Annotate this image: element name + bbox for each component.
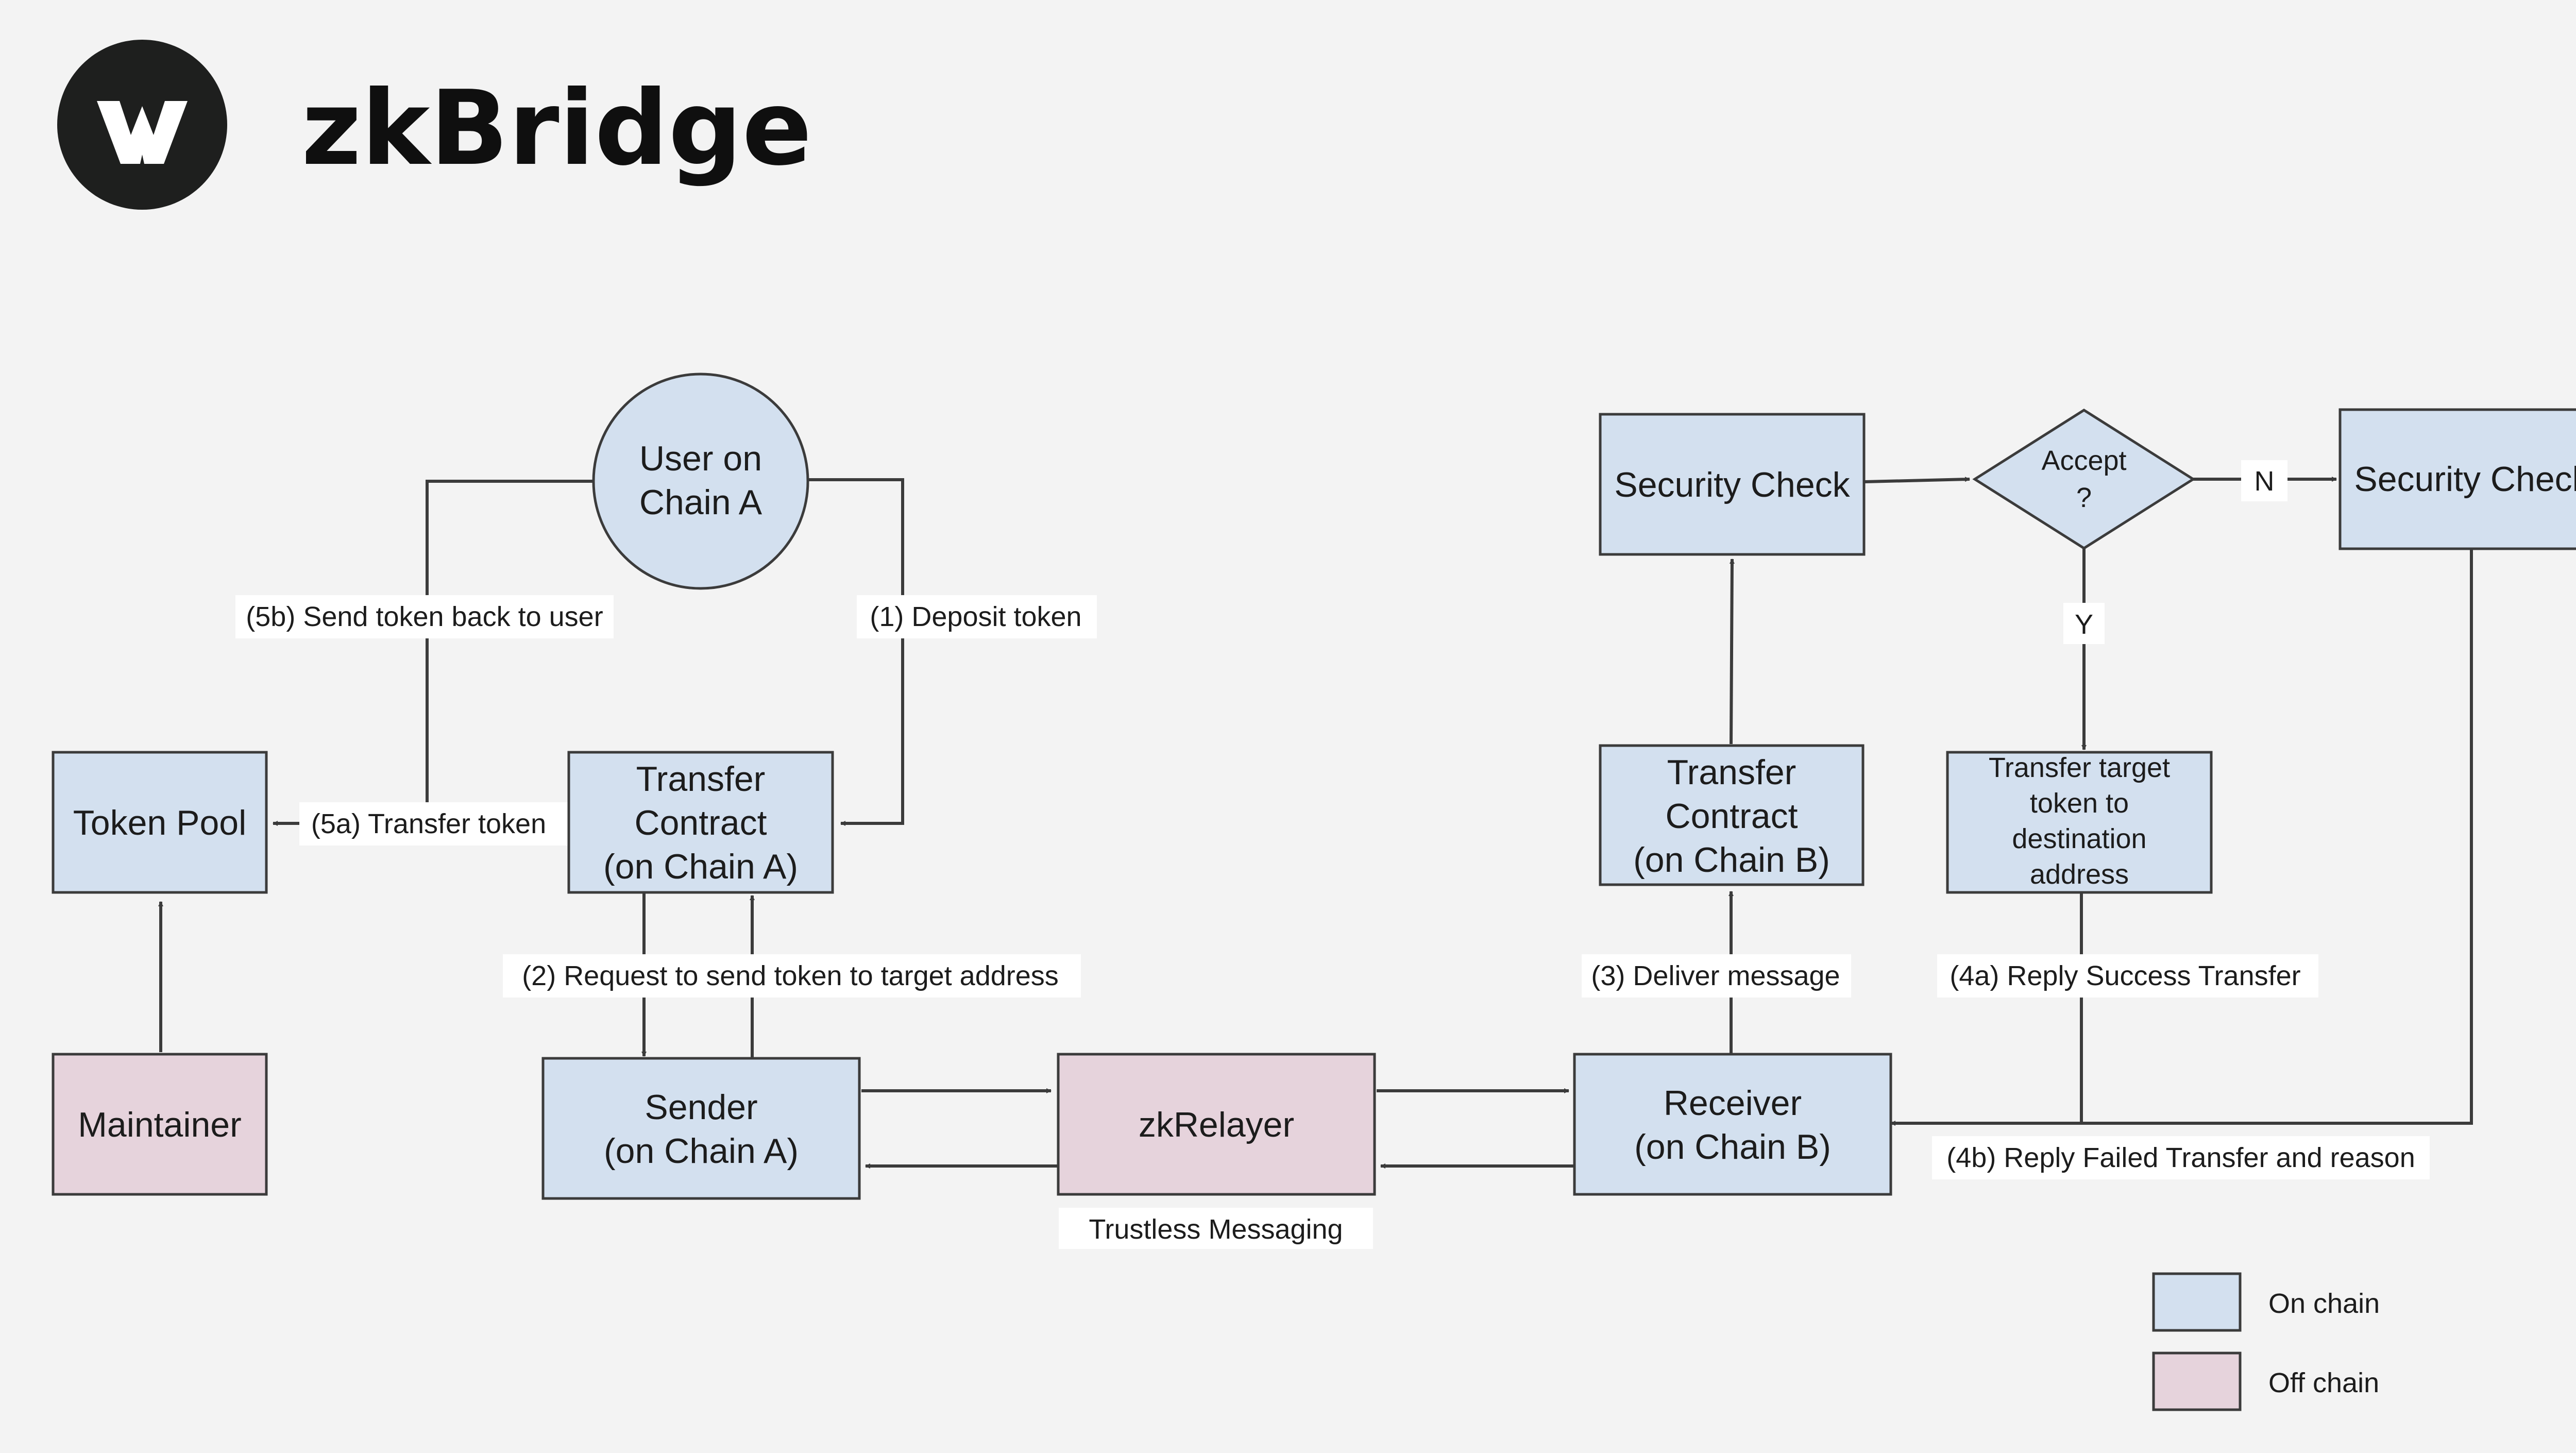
transfer-b-label-3: (on Chain B) [1633,840,1830,880]
transfer-b-label-2: Contract [1666,797,1798,836]
transfer-target-label-2: token to [2030,788,2129,819]
receiver-node [1573,1053,1892,1196]
logo-w-mark [97,101,188,164]
legend-off-chain-swatch [2152,1351,2242,1411]
label-bg-no [2241,460,2287,501]
label-bg-yes [2063,603,2105,644]
label-bg-request [503,954,1081,998]
receiver-label-1: Receiver [1664,1084,1802,1123]
accept-label-2: ? [2076,482,2092,513]
transfer-a-label-1: Transfer [636,759,766,799]
nodes [52,373,2576,1200]
node-labels: User on Chain A Token Pool Transfer Cont… [73,439,2576,1171]
label-deposit: (1) Deposit token [870,601,1081,632]
legend-off-chain-label: Off chain [2268,1367,2379,1398]
label-send-back: (5b) Send token back to user [246,601,603,632]
transfer-contract-b-node [1599,744,1865,886]
zkrelayer-node [1057,1053,1376,1196]
accept-decision-node [1972,409,2196,550]
legend-on-chain-label: On chain [2268,1288,2380,1319]
edge-to-accept [1865,477,1970,483]
user-node [592,373,809,590]
security-check-fail-label: Security Check [2354,460,2576,499]
transfer-target-node [1946,751,2213,894]
legend-on-chain-swatch [2152,1272,2242,1332]
label-deliver: (3) Deliver message [1591,960,1840,991]
edge-to-security-check [1729,559,1735,745]
token-pool-node [52,751,268,894]
label-bg-deposit [857,595,1097,638]
transfer-target-label-3: destination [2012,823,2146,854]
security-check-fail-node [2338,408,2576,550]
label-yes: Y [2075,609,2093,640]
transfer-a-label-2: Contract [635,803,767,842]
transfer-a-label-3: (on Chain A) [603,847,798,886]
legend: On chain Off chain [2152,1272,2380,1411]
sender-label-1: Sender [645,1088,757,1127]
zkrelayer-label: zkRelayer [1139,1105,1294,1144]
label-bg-reply-failed [1932,1136,2430,1179]
sender-label-2: (on Chain A) [604,1131,799,1171]
label-transfer-token: (5a) Transfer token [311,808,546,839]
security-check-node [1599,413,1866,556]
edge-labels: (5b) Send token back to user (1) Deposit… [235,460,2430,1249]
transfer-contract-a-node [567,751,834,894]
label-trustless: Trustless Messaging [1089,1214,1343,1245]
maintainer-node [52,1053,268,1196]
transfer-b-label-1: Transfer [1667,753,1797,792]
receiver-label-2: (on Chain B) [1634,1127,1831,1167]
accept-label-1: Accept [2041,445,2126,476]
label-bg-deliver [1582,954,1851,998]
transfer-target-label-1: Transfer target [1989,752,2170,783]
label-bg-send-back [235,595,614,638]
label-reply-failed: (4b) Reply Failed Transfer and reason [1946,1142,2415,1173]
transfer-target-label-4: address [2030,859,2129,890]
user-label-2: Chain A [639,483,762,522]
label-reply-success: (4a) Reply Success Transfer [1950,960,2300,991]
label-bg-trustless [1059,1208,1373,1249]
token-pool-label: Token Pool [73,803,246,842]
edge-reply-success [1896,893,2083,1125]
security-check-label: Security Check [1614,465,1850,504]
edge-deposit [808,478,904,826]
label-bg-reply-success [1937,954,2318,998]
sender-node [541,1057,861,1200]
user-label-1: User on [639,439,762,478]
maintainer-label: Maintainer [78,1105,242,1144]
label-bg-transfer-token [299,802,568,846]
page-title: zkBridge [301,69,812,189]
label-request: (2) Request to send token to target addr… [522,960,1059,991]
brand-logo [57,40,227,210]
edge-reply-failed-line [1896,549,2473,1125]
label-no: N [2255,466,2275,497]
